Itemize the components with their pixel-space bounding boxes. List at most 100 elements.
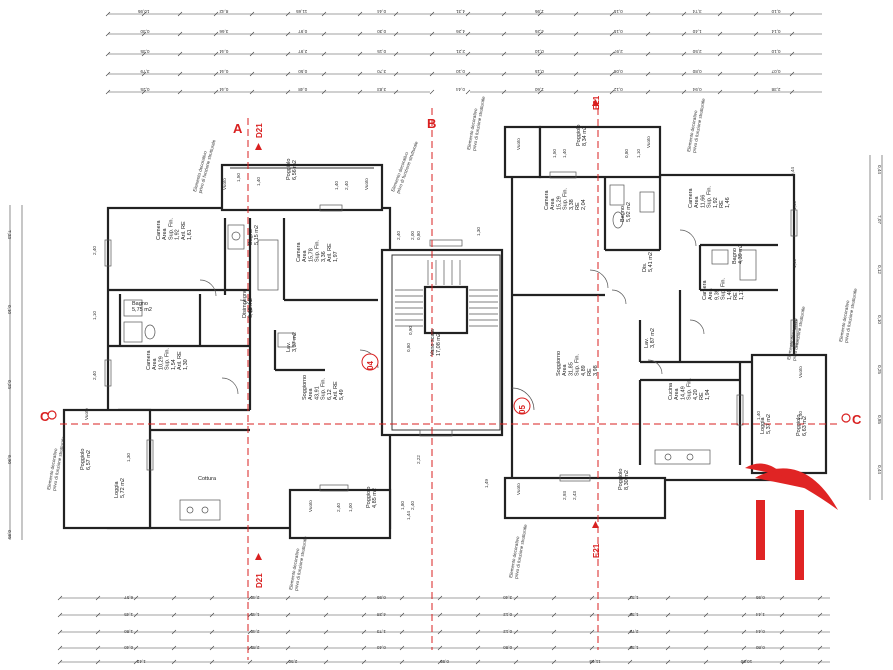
- room-label-line: 11,66: [700, 195, 706, 208]
- dimension-tick: [589, 629, 595, 635]
- dimension-label: 1,73: [376, 629, 385, 634]
- dimension-label: 0,15: [535, 69, 544, 74]
- watermark-logo: [745, 463, 838, 580]
- dimension-label: 0,44: [456, 87, 465, 92]
- room-label-line: 8,34 m2: [582, 126, 588, 146]
- dimension-label: 1,44: [755, 612, 764, 617]
- dimension-label: 2,21: [456, 49, 465, 54]
- dimension-tick: [753, 11, 759, 17]
- section-label-e21-top: E21: [592, 95, 601, 110]
- room-label-line: Poggiolo: [576, 125, 582, 146]
- dimension-label-small: 2,40: [92, 371, 97, 380]
- dimension-tick: [513, 595, 519, 601]
- vuoto-label: Vuoto: [798, 366, 803, 378]
- dimension-label: 1,30: [629, 612, 638, 617]
- dimension-tick: [213, 11, 219, 17]
- dimension-label: 1,95: [535, 9, 544, 14]
- dimension-tick: [465, 11, 471, 17]
- dimension-label-small: 2,40: [396, 231, 401, 240]
- dimension-tick: [717, 71, 723, 77]
- dimension-tick: [285, 595, 291, 601]
- room-label-line: Camera: [156, 219, 162, 240]
- dimension-tick: [627, 595, 633, 601]
- dimension-tick: [475, 659, 481, 665]
- dimension-tick: [361, 629, 367, 635]
- dimension-tick: [537, 89, 543, 95]
- dimension-tick: [789, 71, 795, 77]
- dimension-label: 0,10: [771, 49, 780, 54]
- room-label-line: RE: [587, 368, 593, 376]
- dimension-tick: [741, 629, 747, 635]
- dimension-tick: [779, 659, 785, 665]
- dimension-label-small: 1,30: [476, 227, 481, 236]
- section-label-a: A: [233, 121, 243, 136]
- dimension-label-small: 2,40: [92, 246, 97, 255]
- room-label-line: Soggiorno: [302, 375, 308, 400]
- dimension-label: 0,95: [755, 595, 764, 600]
- dimension-label: 0,15: [377, 49, 386, 54]
- dimension-label-small: 2,40: [336, 503, 341, 512]
- dimension-label-left: 6,90: [7, 455, 12, 464]
- room-label-line: Sup. Fin.: [563, 188, 569, 210]
- dimension-label: 0,12: [503, 629, 512, 634]
- dimension-tick: [323, 645, 329, 651]
- room-label-line: 5,15 m2: [254, 225, 260, 245]
- dimension-tick: [105, 31, 111, 37]
- dimension-tick: [321, 11, 327, 17]
- room-label-line: Area: [562, 363, 568, 376]
- dimension-label: 10,95: [138, 9, 150, 14]
- dimension-label-left: 7,33: [7, 230, 12, 239]
- dimension-tick: [57, 612, 63, 618]
- vuoto-label: Vuoto: [308, 500, 313, 512]
- dimension-tick: [249, 71, 255, 77]
- dimension-tick: [429, 71, 435, 77]
- dimension-label: 11,65: [296, 9, 308, 14]
- dimension-tick: [429, 89, 435, 95]
- dimension-label: 0,94: [692, 87, 701, 92]
- dimension-tick: [249, 11, 255, 17]
- room-label-line: Sup. Fin.: [315, 240, 321, 262]
- room-label-line: 1,40: [727, 289, 733, 300]
- room-label-line: Camera: [296, 241, 302, 262]
- room-label-line: 9,39: [714, 289, 720, 300]
- dimension-label: 6,57: [124, 595, 133, 600]
- dimension-tick: [665, 659, 671, 665]
- dimension-tick: [399, 595, 405, 601]
- dimension-label: 10,90: [740, 659, 752, 664]
- room-label-line: 4,20: [693, 389, 699, 400]
- room-label-line: Poggiolo: [80, 449, 86, 470]
- dimension-label: 0,15: [613, 29, 622, 34]
- dimension-label-small: 1,40: [334, 181, 339, 190]
- dimension-label-small: 1,80: [400, 501, 405, 510]
- windows: [104, 171, 798, 492]
- dimension-tick: [141, 31, 147, 37]
- room-label-line: Poggiolo: [796, 415, 802, 436]
- dimension-tick: [361, 595, 367, 601]
- dimension-label-small: 1,50: [552, 149, 557, 158]
- dimension-label: 0,12: [613, 87, 622, 92]
- dimension-label: 4,26: [456, 29, 465, 34]
- dimension-label: 8,42: [219, 9, 228, 14]
- dimension-tick: [741, 595, 747, 601]
- dimension-label: 0,80: [755, 645, 764, 650]
- section-label-c-left: C: [40, 409, 50, 424]
- dimension-label: 0,44: [755, 629, 764, 634]
- dimension-tick: [285, 612, 291, 618]
- room-label-line: RE: [575, 202, 581, 210]
- dimension-tick: [361, 659, 367, 665]
- dimension-tick: [247, 659, 253, 665]
- dimension-tick: [141, 51, 147, 57]
- room-label-line: Sup. Fin.: [165, 348, 171, 370]
- svg-text:04: 04: [366, 361, 375, 370]
- dimension-label: 0,44: [219, 87, 228, 92]
- dimension-tick: [665, 595, 671, 601]
- room-label-line: RE: [699, 392, 705, 400]
- dimension-tick: [551, 629, 557, 635]
- dimension-label-small: 0,80: [416, 231, 421, 240]
- dimension-label: 3,70: [377, 69, 386, 74]
- dimension-tick: [609, 31, 615, 37]
